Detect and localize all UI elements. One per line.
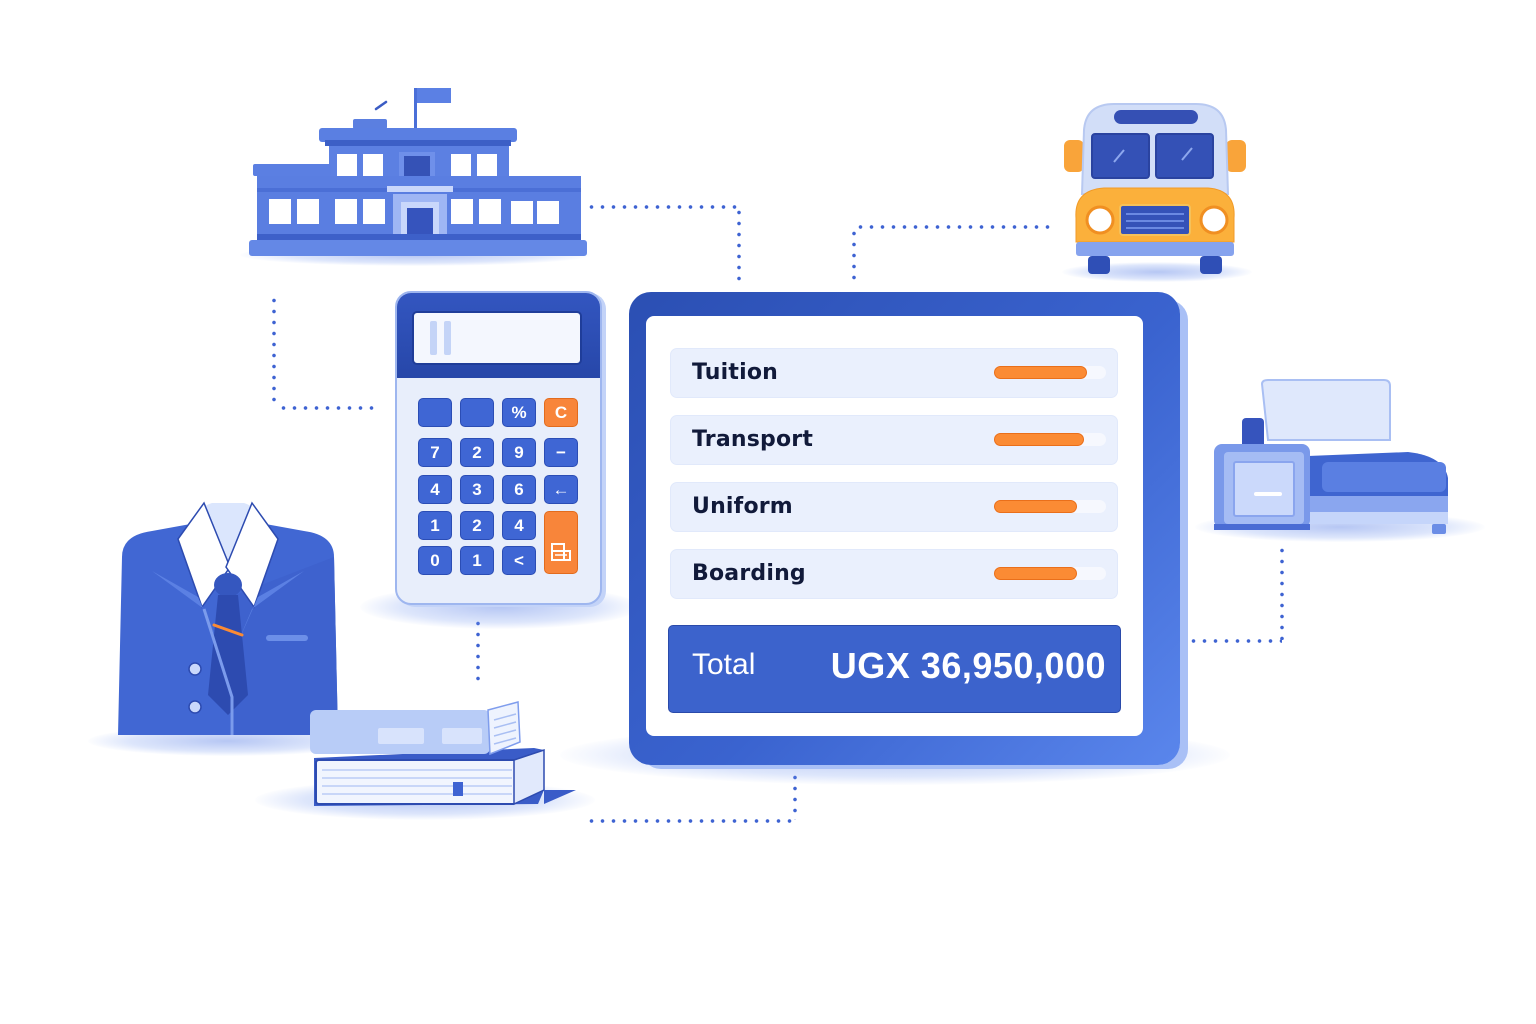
connector-bus-panel-h bbox=[855, 225, 1051, 229]
calc-key-1[interactable]: 1 bbox=[460, 546, 494, 575]
fee-progress-fill bbox=[994, 433, 1084, 446]
calculator-icon: % C 7 2 9 − 4 3 6 ← 1 2 4 0 1 < bbox=[395, 291, 602, 605]
fee-row-uniform[interactable]: Uniform bbox=[670, 482, 1118, 532]
fee-label: Transport bbox=[692, 427, 814, 452]
school-bus-icon bbox=[1064, 100, 1249, 280]
calc-key-3[interactable]: 3 bbox=[460, 475, 494, 504]
calc-key-4[interactable]: 4 bbox=[502, 511, 536, 540]
fee-label: Boarding bbox=[692, 561, 806, 586]
total-value: UGX 36,950,000 bbox=[830, 645, 1106, 686]
calc-key-enter[interactable] bbox=[544, 511, 578, 574]
fee-progress-fill bbox=[994, 567, 1077, 580]
fee-progress-track bbox=[994, 433, 1106, 446]
connector-school-calc-h bbox=[278, 406, 374, 410]
fee-summary-screen: Tuition Transport Uniform Boarding Total bbox=[646, 316, 1143, 736]
calc-key-1[interactable]: 1 bbox=[418, 511, 452, 540]
fee-progress-track bbox=[994, 366, 1106, 379]
connector-bus-panel-v bbox=[852, 228, 856, 284]
connector-bed-panel-h bbox=[1188, 639, 1282, 643]
calc-key-backspace[interactable]: ← bbox=[544, 475, 578, 504]
calc-key-6[interactable]: 6 bbox=[502, 475, 536, 504]
connector-school-panel-v bbox=[737, 207, 741, 285]
calc-key-2[interactable]: 2 bbox=[460, 438, 494, 467]
calc-key-4[interactable]: 4 bbox=[418, 475, 452, 504]
calculator-header bbox=[397, 293, 600, 378]
display-cursor-bar bbox=[430, 321, 437, 355]
fee-summary-panel: Tuition Transport Uniform Boarding Total bbox=[629, 292, 1180, 765]
total-bar: Total UGX 36,950,000 bbox=[668, 625, 1121, 713]
receipt-icon bbox=[551, 543, 571, 561]
connector-bed-panel-v bbox=[1280, 545, 1284, 640]
fee-row-boarding[interactable]: Boarding bbox=[670, 549, 1118, 599]
total-label: Total bbox=[692, 648, 756, 681]
calc-key-minus[interactable]: − bbox=[544, 438, 578, 467]
display-cursor-bar bbox=[444, 321, 451, 355]
connector-panel-books-h bbox=[586, 819, 796, 823]
school-uniform-icon bbox=[112, 497, 344, 747]
calc-key-0[interactable]: 0 bbox=[418, 546, 452, 575]
calc-key-7[interactable]: 7 bbox=[418, 438, 452, 467]
fee-label: Tuition bbox=[692, 360, 779, 385]
fee-row-transport[interactable]: Transport bbox=[670, 415, 1118, 465]
calc-key-percent[interactable]: % bbox=[502, 398, 536, 427]
fee-progress-fill bbox=[994, 366, 1087, 379]
fee-progress-track bbox=[994, 567, 1106, 580]
calc-key-blank[interactable] bbox=[460, 398, 494, 427]
calc-key-clear[interactable]: C bbox=[544, 398, 578, 427]
connector-calc-books-v bbox=[476, 618, 480, 684]
calc-key-2[interactable]: 2 bbox=[460, 511, 494, 540]
school-building-icon bbox=[247, 84, 587, 260]
fee-label: Uniform bbox=[692, 494, 793, 519]
connector-panel-books-v bbox=[793, 772, 797, 820]
connector-school-calc-v bbox=[272, 295, 276, 407]
fee-progress-track bbox=[994, 500, 1106, 513]
bed-icon bbox=[1212, 378, 1482, 538]
fee-row-tuition[interactable]: Tuition bbox=[670, 348, 1118, 398]
calc-key-blank[interactable] bbox=[418, 398, 452, 427]
books-icon bbox=[308, 698, 583, 818]
calculator-display bbox=[412, 311, 582, 365]
calc-key-9[interactable]: 9 bbox=[502, 438, 536, 467]
connector-school-panel-h bbox=[586, 205, 738, 209]
calc-key-less-than[interactable]: < bbox=[502, 546, 536, 575]
fee-progress-fill bbox=[994, 500, 1077, 513]
